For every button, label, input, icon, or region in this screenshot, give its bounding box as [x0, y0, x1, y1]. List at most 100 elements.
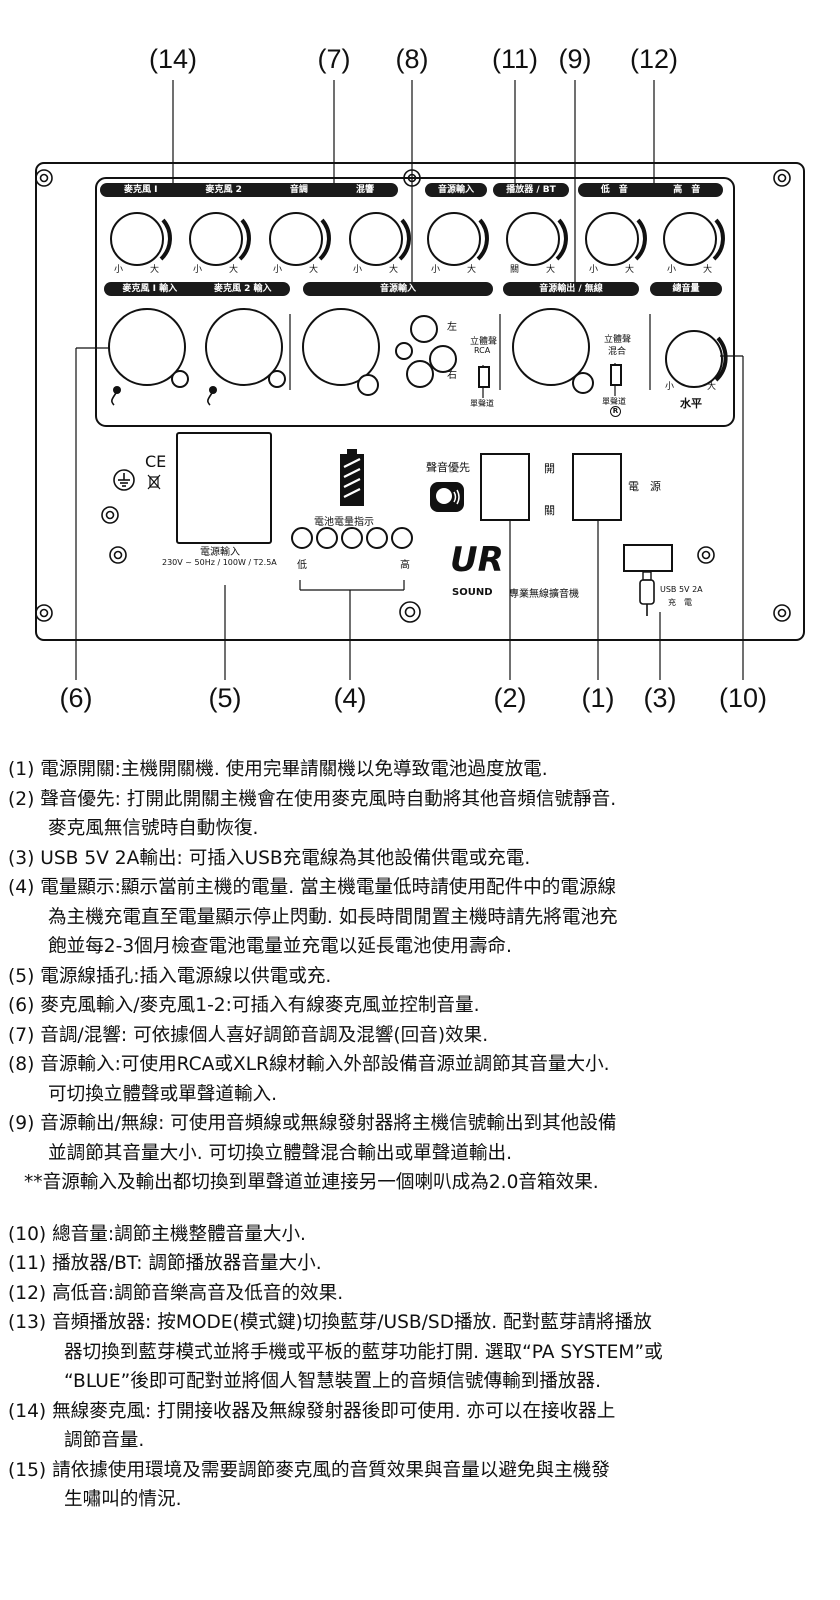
note-8: (8) 音源輸入:可使用RCA或XLR線材輸入外部設備音源並調節其音量大小. [8, 1054, 610, 1075]
player-bt-knob[interactable] [506, 212, 560, 266]
top-control-labels: 麥克風 I 麥克風 2 音調 混響 [100, 183, 398, 197]
callout-7: (7) [317, 44, 351, 74]
callout-8: (8) [395, 44, 429, 74]
tag-bass-treble: 低 音 高 音 [578, 183, 723, 197]
callout-6: (6) [59, 683, 93, 713]
rca-label: RCA [474, 346, 491, 355]
usb-port[interactable] [623, 544, 673, 572]
note-4-cont: 為主機充電直至電量顯示停止閃動. 如長時間閒置主機時請先將電池充 [48, 906, 618, 928]
knob-min-label: 小 [431, 265, 441, 275]
source-in-knob[interactable] [427, 212, 481, 266]
tag-audio-out: 音源輸出 / 無線 [503, 282, 639, 296]
brand-sound-label: SOUND [452, 587, 493, 598]
audio-in-xlr-jack[interactable] [302, 308, 380, 386]
mic2-volume-knob[interactable] [189, 212, 243, 266]
power-switch-label: 電 源 [628, 480, 661, 493]
note-14-cont: 調節音量. [64, 1430, 145, 1451]
note-7: (7) 音調/混響: 可依據個人喜好調節音調及混響(回音)效果. [8, 1024, 489, 1046]
weee-bin-icon [147, 474, 161, 490]
mono-label: 單聲道 [470, 399, 494, 408]
tag-mic1-input: 麥克風 I 輸入 [122, 284, 178, 294]
instruction-notes: (1) 電源開關:主機開關機. 使用完畢請關機以免導致電池過度放電. (2) 聲… [8, 755, 836, 1515]
battery-high-label: 高 [400, 560, 410, 571]
note-3: (3) USB 5V 2A輸出: 可插入USB充電線為其他設備供電或充電. [8, 847, 531, 869]
tag-audio-in-text: 音源輸入 [379, 284, 416, 294]
rca-ring [395, 342, 413, 360]
input-stereo-mono-switch[interactable] [478, 366, 490, 388]
rca-left-label: 左 [447, 322, 457, 333]
tone-knob[interactable] [269, 212, 323, 266]
tag-mic1: 麥克風 I [124, 185, 158, 195]
knob-off-label: 關 [510, 265, 520, 275]
callout-3: (3) [643, 683, 677, 713]
note-1: (1) 電源開關:主機開關機. 使用完畢請關機以免導致電池過度放電. [8, 759, 548, 780]
power-spec-label: 230V ~ 50Hz / 100W / T2.5A [162, 558, 277, 567]
mix-label: 混合 [608, 347, 627, 357]
ground-icon [113, 469, 135, 491]
bass-knob[interactable] [585, 212, 639, 266]
note-13-cont: 器切換到藍芽模式並將手機或平板的藍芽功能打開. 選取“PA SYSTEM”或 [64, 1341, 663, 1363]
echo-knob[interactable] [349, 212, 403, 266]
knob-min-label: 小 [193, 265, 203, 275]
tag-master-text: 總音量 [672, 284, 700, 294]
battery-led [366, 527, 388, 549]
note-5: (5) 電源線插孔:插入電源線以供電或充. [8, 965, 332, 987]
mic1-volume-knob[interactable] [110, 212, 164, 266]
tag-mic-inputs: 麥克風 I 輸入 麥克風 2 輸入 [104, 282, 290, 296]
note-8-cont: 可切換立體聲或單聲道輸入. [48, 1083, 278, 1105]
panel-outline [35, 80, 805, 680]
tag-audio-out-text: 音源輸出 / 無線 [539, 284, 603, 294]
microphone-icon [111, 386, 121, 406]
device-panel-diagram: (14) (7) (8) (11) (9) (12) (6) (5) (4) (… [0, 0, 840, 740]
tag-mic2: 麥克風 2 [205, 185, 242, 195]
jack-latch [171, 370, 189, 388]
usb-label: USB 5V 2A [660, 585, 703, 594]
note-15-cont: 生嘯叫的情況. [64, 1489, 182, 1510]
treble-knob[interactable] [663, 212, 717, 266]
note-4-cont: 飽並每2-3個月檢查電池電量並充電以延長電池使用壽命. [48, 936, 512, 957]
jack-latch [572, 372, 594, 394]
knob-min-label: 小 [353, 265, 363, 275]
tag-source-in-text: 音源輸入 [437, 185, 474, 195]
mono-out-label: 單聲道 [602, 397, 626, 406]
callout-4: (4) [333, 683, 367, 713]
tag-audio-in: 音源輸入 [303, 282, 493, 296]
jack-latch [268, 370, 286, 388]
knob-max-label: 大 [625, 265, 635, 275]
note-9: (9) 音源輸出/無線: 可使用音頻線或無線發射器將主機信號輸出到其他設備 [8, 1113, 617, 1134]
brand-name-label: 專業無線擴音機 [509, 589, 579, 600]
r-mark-icon: R [610, 406, 621, 417]
tag-source-in: 音源輸入 [425, 183, 487, 197]
switch-off-label: 關 [544, 504, 555, 517]
callout-11: (11) [491, 44, 539, 74]
master-volume-knob[interactable] [665, 330, 723, 388]
note-10: (10) 總音量:調節主機整體音量大小. [8, 1223, 306, 1245]
power-switch[interactable] [572, 453, 622, 521]
callout-5: (5) [208, 683, 242, 713]
power-input-socket[interactable] [176, 432, 272, 544]
level-label: 水平 [680, 397, 702, 410]
output-stereo-mono-switch[interactable] [610, 364, 622, 386]
knob-min-label: 小 [114, 265, 124, 275]
tag-mic2-input: 麥克風 2 輸入 [214, 284, 272, 294]
knob-max-label: 大 [467, 265, 477, 275]
voice-priority-switch[interactable] [480, 453, 530, 521]
tag-treble: 高 音 [673, 185, 701, 195]
brand-logo: UR [450, 540, 504, 580]
knob-max-label: 大 [389, 265, 399, 275]
knob-max-label: 大 [707, 382, 717, 392]
note-13: (13) 音頻播放器: 按MODE(模式鍵)切換藍芽/USB/SD播放. 配對藍… [8, 1312, 652, 1333]
callout-12: (12) [629, 44, 679, 74]
power-input-label: 電源輸入 [200, 547, 240, 558]
knob-min-label: 小 [665, 382, 675, 392]
battery-led [291, 527, 313, 549]
rca-left-jack[interactable] [410, 315, 438, 343]
battery-led [316, 527, 338, 549]
knob-min-label: 小 [273, 265, 283, 275]
callout-9: (9) [558, 44, 592, 74]
tag-player-bt-text: 播放器 / BT [506, 185, 556, 195]
stereo-label: 立體聲 [470, 337, 498, 347]
usb-charge-label: 充 電 [668, 598, 692, 607]
note-11: (11) 播放器/BT: 調節播放器音量大小. [8, 1253, 322, 1274]
tag-bass: 低 音 [600, 185, 628, 195]
